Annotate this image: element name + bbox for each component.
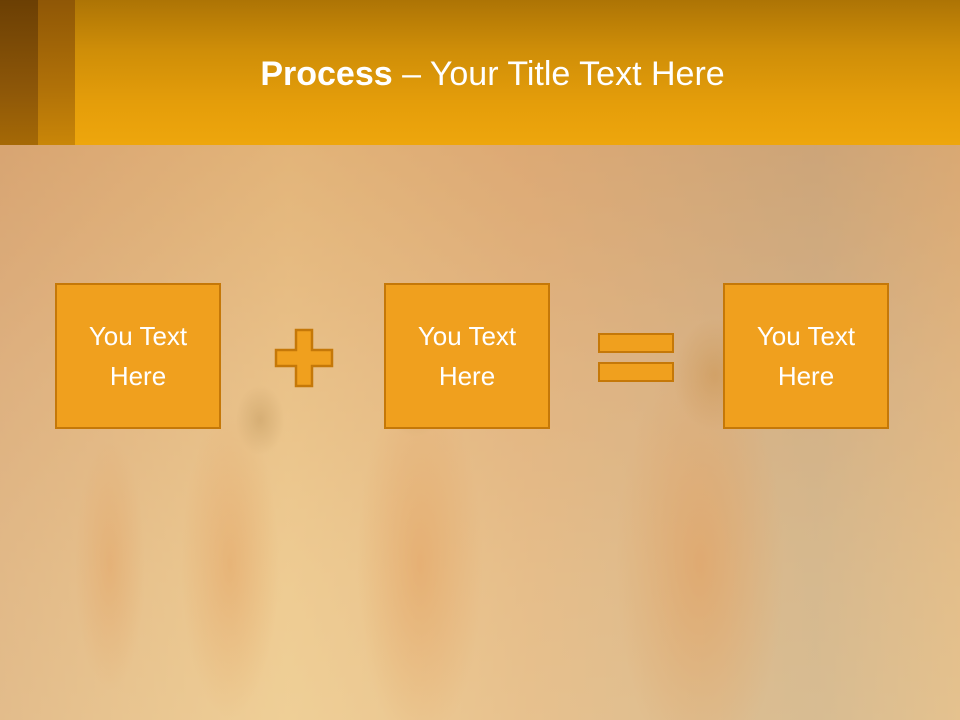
process-box-3[interactable]: You Text Here — [723, 283, 889, 429]
process-box-1[interactable]: You Text Here — [55, 283, 221, 429]
process-box-2[interactable]: You Text Here — [384, 283, 550, 429]
header-accent-left — [0, 0, 38, 145]
header-accent-right — [38, 0, 75, 145]
plus-icon — [274, 328, 334, 388]
title-header-band — [0, 0, 960, 145]
equals-icon-bottom-bar — [598, 362, 674, 382]
process-box-1-label: You Text Here — [88, 321, 188, 391]
slide-title-rest: – Your Title Text Here — [392, 55, 725, 93]
background-overlay — [0, 145, 960, 720]
equals-icon-top-bar — [598, 333, 674, 353]
process-box-3-label: You Text Here — [756, 321, 856, 391]
process-box-2-label: You Text Here — [417, 321, 517, 391]
slide-title-bold: Process — [260, 55, 393, 93]
background-photo — [0, 145, 960, 720]
slide-title: Process – Your Title Text Here — [0, 52, 960, 96]
